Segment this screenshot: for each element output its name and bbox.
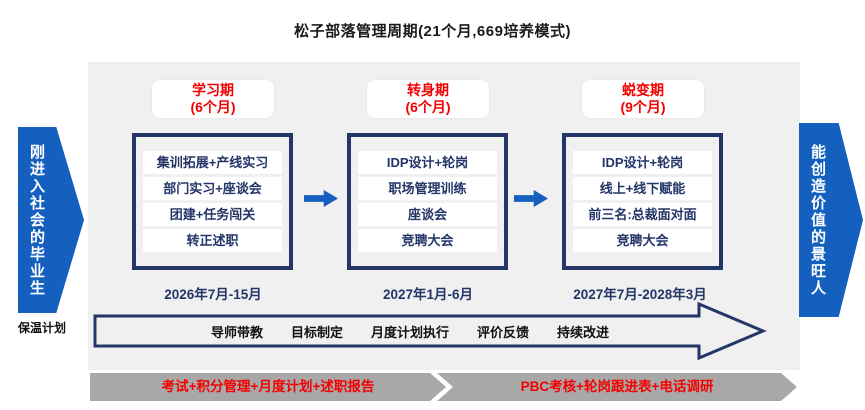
phase-date-transition: 2027年1月-6月 bbox=[382, 287, 474, 302]
assessment-arrow-1: 考试+积分管理+月度计划+述职报告 bbox=[90, 373, 446, 401]
process-steps: 导师带教 目标制定 月度计划执行 评价反馈 持续改进 bbox=[93, 316, 767, 346]
process-arrow-icon bbox=[93, 302, 767, 360]
phase-date-learning: 2026年7月-15月 bbox=[164, 287, 262, 302]
process-step: 月度计划执行 bbox=[370, 324, 449, 340]
process-step: 评价反馈 bbox=[477, 324, 530, 340]
phase-box-learning: 集训拓展+产线实习 部门实习+座谈会 团建+任务闯关 转正述职 bbox=[132, 133, 293, 270]
phase-item: 座谈会 bbox=[358, 203, 497, 226]
assessment-arrow-2: PBC考核+轮岗跟进表+电话调研 bbox=[437, 373, 797, 401]
process-step: 持续改进 bbox=[557, 324, 610, 340]
phase-duration: (6个月) bbox=[405, 99, 451, 115]
process-step: 导师带教 bbox=[210, 324, 263, 340]
phase-duration: (6个月) bbox=[190, 99, 236, 115]
left-banner: 刚进入社会的毕业生 bbox=[18, 127, 84, 313]
phase-header-transition: 转身期 (6个月) bbox=[367, 80, 489, 118]
page-title: 松子部落管理周期(21个月,669培养模式) bbox=[294, 23, 571, 40]
phase-item: 部门实习+座谈会 bbox=[143, 177, 282, 200]
phase-duration: (9个月) bbox=[620, 99, 666, 115]
phase-date-transformation: 2027年7月-2028年3月 bbox=[573, 287, 707, 302]
phase-item: 团建+任务闯关 bbox=[143, 203, 282, 226]
right-banner: 能创造价值的景旺人 bbox=[799, 123, 863, 317]
phase-box-transformation: IDP设计+轮岗 线上+线下赋能 前三名:总裁面对面 竞聘大会 bbox=[562, 133, 723, 270]
phase-item: 转正述职 bbox=[143, 229, 282, 252]
phase-name: 学习期 bbox=[192, 82, 234, 98]
right-banner-label: 能创造价值的景旺人 bbox=[809, 143, 826, 297]
phase-item: 竞聘大会 bbox=[573, 229, 712, 252]
phase-item: 线上+线下赋能 bbox=[573, 177, 712, 200]
phase-item: 前三名:总裁面对面 bbox=[573, 203, 712, 226]
left-banner-label: 刚进入社会的毕业生 bbox=[28, 143, 45, 297]
phase-header-transformation: 蜕变期 (9个月) bbox=[582, 80, 704, 118]
phase-item: 职场管理训练 bbox=[358, 177, 497, 200]
phase-name: 转身期 bbox=[407, 82, 449, 98]
phase-item: IDP设计+轮岗 bbox=[573, 151, 712, 174]
process-step: 目标制定 bbox=[290, 324, 343, 340]
phase-item: IDP设计+轮岗 bbox=[358, 151, 497, 174]
phase-box-transition: IDP设计+轮岗 职场管理训练 座谈会 竞聘大会 bbox=[347, 133, 508, 270]
phase-item: 集训拓展+产线实习 bbox=[143, 151, 282, 174]
phase-item: 竞聘大会 bbox=[358, 229, 497, 252]
phase-header-learning: 学习期 (6个月) bbox=[152, 80, 274, 118]
left-banner-footnote: 保温计划 bbox=[18, 321, 67, 335]
phase-name: 蜕变期 bbox=[622, 82, 664, 98]
